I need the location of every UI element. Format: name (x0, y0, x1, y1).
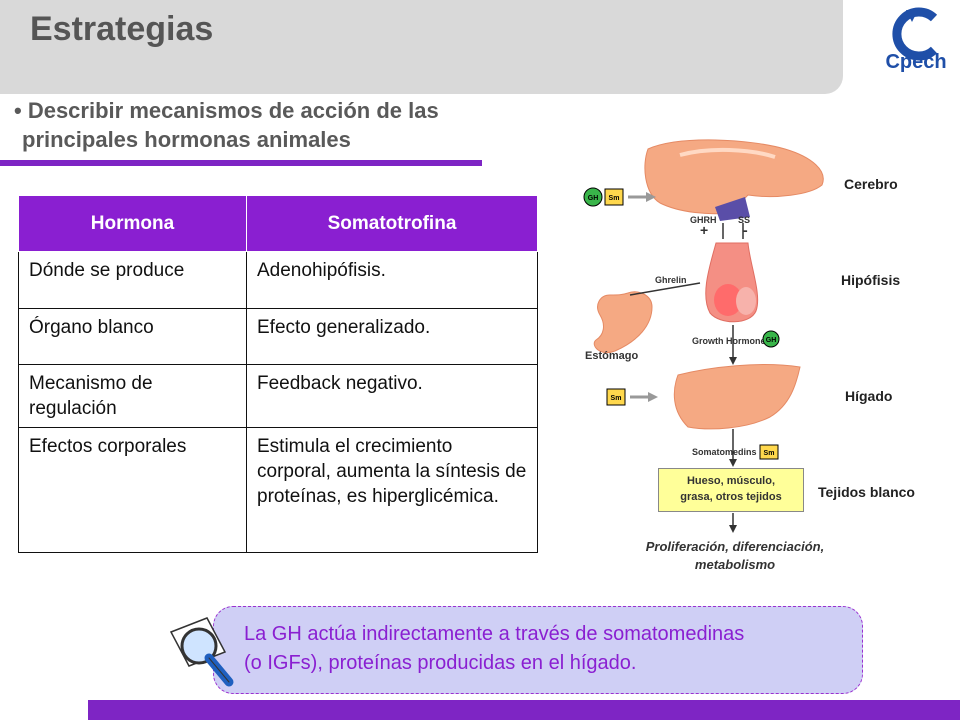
title-underline (0, 160, 482, 166)
ghrh-label: GHRH (690, 215, 717, 225)
note-text: La GH actúa indirectamente a través de s… (244, 623, 745, 674)
label-estomago: Estómago (585, 350, 639, 362)
table-row: Efectos corporales Estimula el crecimien… (18, 427, 538, 553)
diagram-result: Proliferación, diferenciación, metabolis… (645, 539, 825, 572)
table-header-row: Hormona Somatotrofina (18, 195, 538, 252)
label-higado: Hígado (845, 388, 893, 404)
ghrelin-label: Ghrelin (655, 275, 687, 285)
title-bar (0, 0, 843, 94)
somatomedins-label: Somatomedins (692, 447, 757, 457)
table-cell: Mecanismo de regulación (18, 364, 247, 428)
objective-bullet: • Describir mecanismos de acción de las … (14, 96, 439, 154)
table-cell: Efectos corporales (18, 427, 247, 553)
table-header: Somatotrofina (246, 195, 538, 252)
stomach-illustration (593, 291, 653, 354)
table-cell: Efecto generalizado. (246, 308, 538, 365)
ss-label: SS (738, 215, 750, 225)
label-hipofisis: Hipófisis (841, 272, 901, 288)
gh-axis-diagram: GHRH SS + - Ghrelin Growth Hormone GH So… (583, 139, 824, 533)
note-box (213, 606, 863, 694)
table-header: Hormona (18, 195, 247, 252)
cpech-logo: Cpech (885, 7, 947, 73)
table-row: Mecanismo de regulación Feedback negativ… (18, 364, 538, 428)
table-cell: Adenohipófisis. (246, 251, 538, 309)
magnifier-icon (169, 617, 234, 687)
gh-marker (762, 330, 780, 348)
gh-input-marker (583, 187, 603, 207)
growth-hormone-label: Growth Hormone (692, 336, 766, 346)
hormone-table: Hormona Somatotrofina Dónde se produce A… (18, 195, 538, 553)
table-row: Dónde se produce Adenohipófisis. (18, 251, 538, 309)
label-tejidos-blanco: Tejidos blanco (818, 484, 915, 500)
objective-line-2: principales hormonas animales (22, 127, 351, 152)
page-title: Estrategias (30, 10, 214, 48)
table-cell: Feedback negativo. (246, 364, 538, 428)
objective-line-1: • Describir mecanismos de acción de las (14, 98, 439, 123)
sm-input-marker (604, 188, 624, 206)
table-cell: Órgano blanco (18, 308, 247, 365)
svg-text:Sm: Sm (764, 450, 775, 457)
table-row: Órgano blanco Efecto generalizado. (18, 308, 538, 365)
svg-text:Sm: Sm (609, 195, 620, 202)
table-cell: Estimula el crecimiento corporal, aument… (246, 427, 538, 553)
svg-text:GH: GH (588, 195, 599, 202)
sm-liver-marker (606, 388, 626, 406)
label-cerebro: Cerebro (844, 176, 898, 192)
table-cell: Dónde se produce (18, 251, 247, 309)
bottom-bar (88, 700, 960, 720)
target-tissues-box: Hueso, músculo, grasa, otros tejidos (658, 468, 804, 512)
svg-text:Sm: Sm (611, 395, 622, 402)
sm-marker (759, 444, 779, 460)
liver-illustration (673, 364, 801, 430)
minus-sign: - (743, 222, 748, 238)
logo-text: Cpech (885, 51, 946, 73)
svg-text:GH: GH (766, 337, 777, 344)
plus-sign: + (700, 222, 708, 238)
brain-illustration (644, 139, 824, 215)
